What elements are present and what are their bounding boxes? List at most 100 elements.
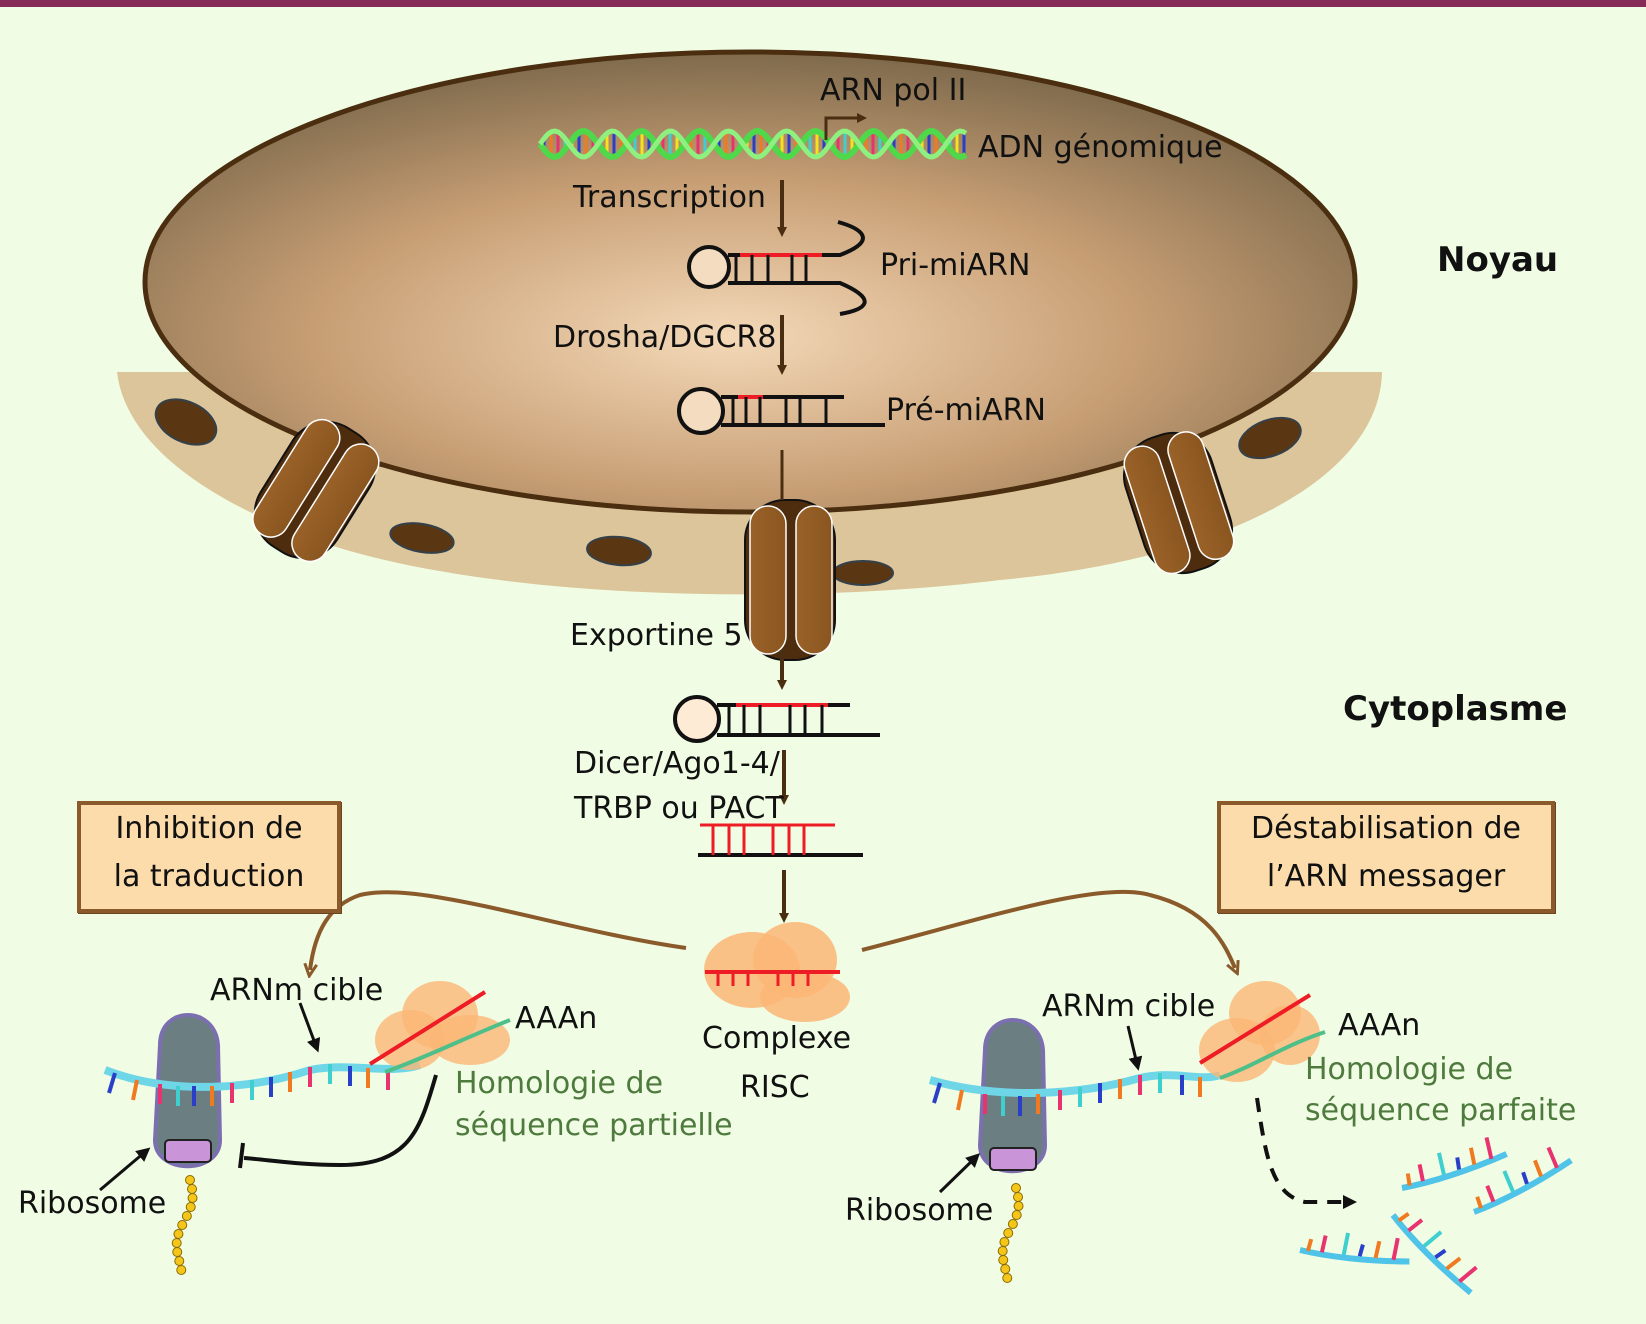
right-label-homology-line2: séquence parfaite (1305, 1093, 1576, 1128)
polypeptide-bead (185, 1175, 195, 1185)
polypeptide-bead (181, 1211, 192, 1221)
mrna-base (131, 1079, 139, 1101)
polypeptide-bead (1011, 1183, 1021, 1193)
left-label-homology-line1: Homologie de (455, 1066, 663, 1101)
transcription-start-arrow (824, 113, 867, 140)
fragment-base (1546, 1146, 1559, 1169)
risc-complex-icon (704, 922, 850, 1022)
box-inhibition-line2: la traduction (113, 859, 305, 894)
arrow-to-translation-inhibition[interactable] (310, 890, 687, 970)
right-target-mrna (928, 1071, 1222, 1097)
dna-helix-icon (537, 127, 968, 161)
label-complexe: Complexe (702, 1021, 851, 1056)
box-destabilisation-line1: Déstabilisation de (1251, 811, 1521, 846)
fragment-base (1407, 1218, 1424, 1233)
left-mrna-bases (107, 1064, 390, 1106)
cytoplasmic-pre-mirna-icon (673, 695, 880, 743)
fragment-base (1468, 1147, 1477, 1165)
polypeptide-bead (171, 1238, 182, 1248)
right-label-aaan: AAAn (1338, 1008, 1420, 1043)
fragment-base (1455, 1157, 1462, 1170)
right-risc-bound-icon (1198, 981, 1326, 1082)
fragment-base (1502, 1170, 1515, 1193)
label-cytoplasme: Cytoplasme (1343, 689, 1567, 729)
label-risc: RISC (740, 1070, 810, 1105)
polypeptide-bead (174, 1256, 185, 1266)
right-label-ribosome: Ribosome (845, 1193, 993, 1228)
right-label-homology-line1: Homologie de (1305, 1052, 1513, 1087)
dna-strand (537, 127, 968, 161)
nuclear-pore-center (744, 499, 836, 661)
polypeptide-bead (172, 1247, 183, 1257)
left-ribosome-pointer-arrow (99, 1147, 151, 1192)
label-noyau: Noyau (1437, 240, 1558, 280)
polypeptide-bead (173, 1229, 184, 1239)
box-inhibition-traduction: Inhibition de la traduction (77, 801, 341, 913)
polypeptide-bead (1003, 1228, 1014, 1238)
polypeptide-bead (176, 1265, 187, 1275)
fragment-backbone (1299, 1247, 1410, 1265)
left-arnm-pointer-arrow (298, 1002, 321, 1053)
fragment-base (1436, 1152, 1446, 1175)
polypeptide-bead (187, 1184, 198, 1194)
nuclear-pore-left (252, 418, 380, 563)
fragment-base (1341, 1232, 1351, 1255)
left-label-arnm-cible: ARNm cible (210, 973, 383, 1008)
mirna-duplex-icon (698, 823, 863, 857)
mrna-base (932, 1082, 942, 1104)
right-ribosome-icon (977, 1018, 1048, 1283)
fragment-base (1445, 1256, 1462, 1271)
fragment-backbone (1472, 1157, 1573, 1215)
mrna-fragment (1401, 1136, 1508, 1191)
label-drosha: Drosha/DGCR8 (553, 320, 777, 355)
polypeptide-bead (998, 1255, 1009, 1265)
box-destabilisation-arnm: Déstabilisation de l’ARN messager (1217, 801, 1555, 913)
right-ribosome-pointer-arrow (938, 1153, 981, 1194)
arrow-to-mrna-destabilization[interactable] (861, 889, 1235, 968)
pre-mirna-hairpin-icon (677, 387, 885, 435)
nuclear-pore-holes (154, 398, 1302, 586)
translation-inhibition-line (243, 1074, 438, 1168)
mrna-fragment (1390, 1211, 1478, 1296)
fragment-base (1434, 1248, 1447, 1260)
label-exportine-5: Exportine 5 (570, 618, 743, 653)
box-destabilisation-line2: l’ARN messager (1266, 859, 1506, 894)
inhibition-bar (238, 1142, 245, 1169)
polypeptide-bead (1007, 1219, 1018, 1229)
polypeptide-bead (185, 1202, 196, 1212)
fragment-base (1397, 1211, 1410, 1223)
degradation-dashed-arrow (1255, 1097, 1357, 1209)
fragment-base (1458, 1265, 1478, 1284)
header-bar (0, 0, 1646, 7)
mrna-base (956, 1089, 964, 1111)
right-arnm-pointer-arrow (1126, 1025, 1143, 1071)
polypeptide-bead (187, 1193, 198, 1203)
polypeptide-bead (177, 1220, 188, 1230)
fragment-base (1417, 1164, 1425, 1182)
fragment-base (1391, 1237, 1400, 1261)
left-label-ribosome: Ribosome (18, 1186, 166, 1221)
fragment-base (1422, 1230, 1443, 1248)
polypeptide-bead (1011, 1210, 1022, 1220)
polypeptide-bead (1000, 1264, 1011, 1274)
left-label-aaan: AAAn (515, 1001, 597, 1036)
fragment-backbone (1401, 1151, 1508, 1191)
label-transcription: Transcription (572, 180, 766, 215)
fragment-base (1357, 1244, 1365, 1257)
nuclear-pore-right (1122, 431, 1235, 575)
mrna-fragment (1472, 1146, 1573, 1215)
polypeptide-bead (1013, 1201, 1024, 1211)
label-pre-mirna: Pré-miARN (886, 393, 1046, 428)
label-pri-mirna: Pri-miARN (880, 248, 1030, 283)
fragment-base (1306, 1238, 1314, 1252)
fragment-backbone (1390, 1213, 1473, 1296)
left-risc-bound-icon (368, 981, 511, 1074)
label-dicer-line2: TRBP ou PACT (573, 791, 784, 826)
fragment-base (1533, 1159, 1543, 1178)
polypeptide-bead (997, 1246, 1008, 1256)
label-adn-genomique: ADN génomique (978, 130, 1223, 165)
left-target-mrna (103, 1061, 422, 1091)
box-inhibition-line1: Inhibition de (115, 811, 303, 846)
fragment-base (1485, 1184, 1496, 1203)
